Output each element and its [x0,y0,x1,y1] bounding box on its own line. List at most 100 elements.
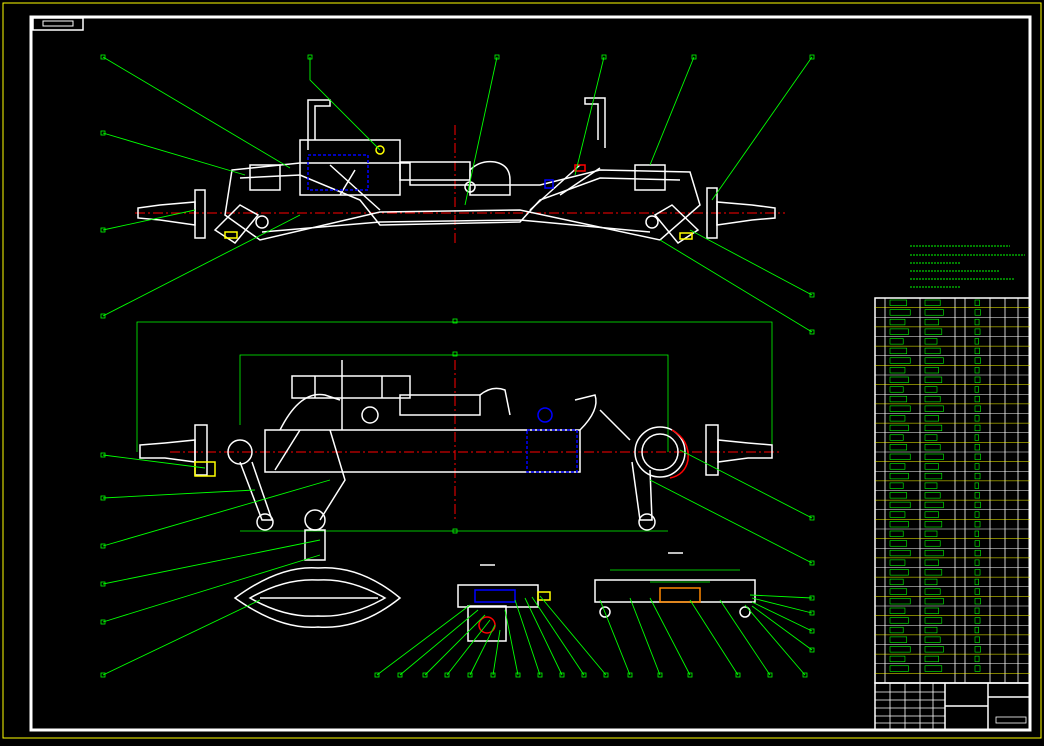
parts-table-cell-mark [889,588,908,595]
parts-table-cell-mark [974,405,981,412]
leader-b2 [399,609,479,676]
parts-table-cell-mark [974,665,981,672]
plan-left-spindle [139,439,196,463]
parts-table-cell-mark [924,367,939,374]
leader-b17 [744,604,806,676]
leader-14 [102,479,331,547]
balloon-marker-8 [691,54,697,60]
parts-table-cell-mark [924,521,943,528]
leader-b20 [751,601,813,632]
balloon-marker-32 [657,672,663,678]
balloon-marker-6 [494,54,500,60]
parts-table-cell-mark [889,424,909,432]
plan-view [136,318,780,561]
leader-b4 [446,619,491,676]
parts-table-cell-mark [924,636,941,643]
dim-marker-1 [452,318,458,324]
balloon-marker-38 [809,610,815,616]
dim-marker-3 [452,528,458,534]
parts-table-cell-mark [924,386,938,393]
axle-beam-lower-edge [261,219,651,233]
parts-table-cell-mark [889,347,908,355]
balloon-marker-18 [809,515,815,521]
parts-table-cell-mark [974,434,979,441]
parts-table-cell-mark [924,299,941,306]
leader-5 [309,57,381,151]
valve-body [457,584,539,608]
pitman-arm-joint [304,509,326,531]
parts-table-cell-mark [924,626,938,634]
balloon-marker-2 [100,130,106,136]
parts-table-cell-mark [924,453,944,460]
right-turning-arc [669,429,689,479]
right-upper-bracket [584,97,606,148]
parts-table-cell-mark [889,463,906,470]
parts-table-cell-mark [974,578,979,586]
steering-box-hidden [307,154,369,191]
plan-tie-rod-bend [479,387,511,416]
balloon-marker-24 [467,672,473,678]
plan-right-spindle [717,439,773,463]
parts-table-cell-mark [924,318,939,326]
balloon-marker-29 [581,672,587,678]
parts-table-cell-mark [924,376,943,383]
tie-rod-bend [469,160,511,196]
parts-table-cell-mark [889,338,904,345]
right-ball-joint [645,215,659,229]
leader-b7 [504,609,519,676]
parts-table-cell-mark [889,665,909,672]
parts-table-cell-mark [974,357,981,364]
right-yellow-pin [679,232,693,240]
drag-link [319,429,346,521]
leader-b21 [751,605,813,651]
leader-8 [649,56,695,166]
balloon-marker-36 [802,672,808,678]
parts-table-cell-mark [889,569,909,576]
parts-table-cell-mark [889,626,904,634]
drawing-number-box [995,716,1027,724]
parts-table-cell-mark [889,367,906,374]
parts-table-cell-mark [924,511,939,518]
parts-table-cell-mark [974,530,979,537]
tie-rod-sleeve [659,587,701,603]
parts-table-cell-mark [924,598,944,605]
parts-table-cell-mark [924,434,938,441]
parts-table-cell-mark [974,482,979,489]
parts-table-cell-mark [889,357,911,364]
parts-table-cell-mark [974,338,979,345]
balloon-marker-13 [100,495,106,501]
beam-cross-section [233,567,402,628]
parts-table-cell-mark [924,655,939,663]
leader-b6 [492,629,501,676]
parts-table-cell-mark [889,492,908,499]
parts-table-cell-mark [974,328,981,335]
left-knuckle-block [249,164,281,191]
leader-b13 [629,597,661,676]
pitman-shaft [304,529,326,561]
parts-table-cell-mark [974,617,981,624]
leader-12 [102,454,206,469]
parts-table-cell-mark [974,367,980,374]
valve-hidden-spool [474,589,516,603]
parts-table-cell-mark [974,636,980,643]
leader-7 [574,56,605,176]
parts-table-cell-mark [889,444,908,451]
top-left-code-inner [42,20,74,27]
top-left-code-box [32,17,84,31]
parts-table-cell-mark [974,646,981,653]
item-balloons [100,54,815,678]
parts-table-cell-mark [889,521,909,528]
left-ball-joint [255,215,269,229]
parts-table-cell-mark [974,655,980,663]
parts-table-cell-mark [889,617,909,624]
leader-b8 [514,599,541,676]
leader-9 [711,56,813,201]
balloon-marker-15 [100,581,106,587]
left-upper-bracket [307,99,331,150]
parts-table-cell-mark [974,521,981,528]
leader-b14 [649,597,691,676]
parts-table-cell-mark [889,405,911,412]
leader-6 [464,56,498,206]
